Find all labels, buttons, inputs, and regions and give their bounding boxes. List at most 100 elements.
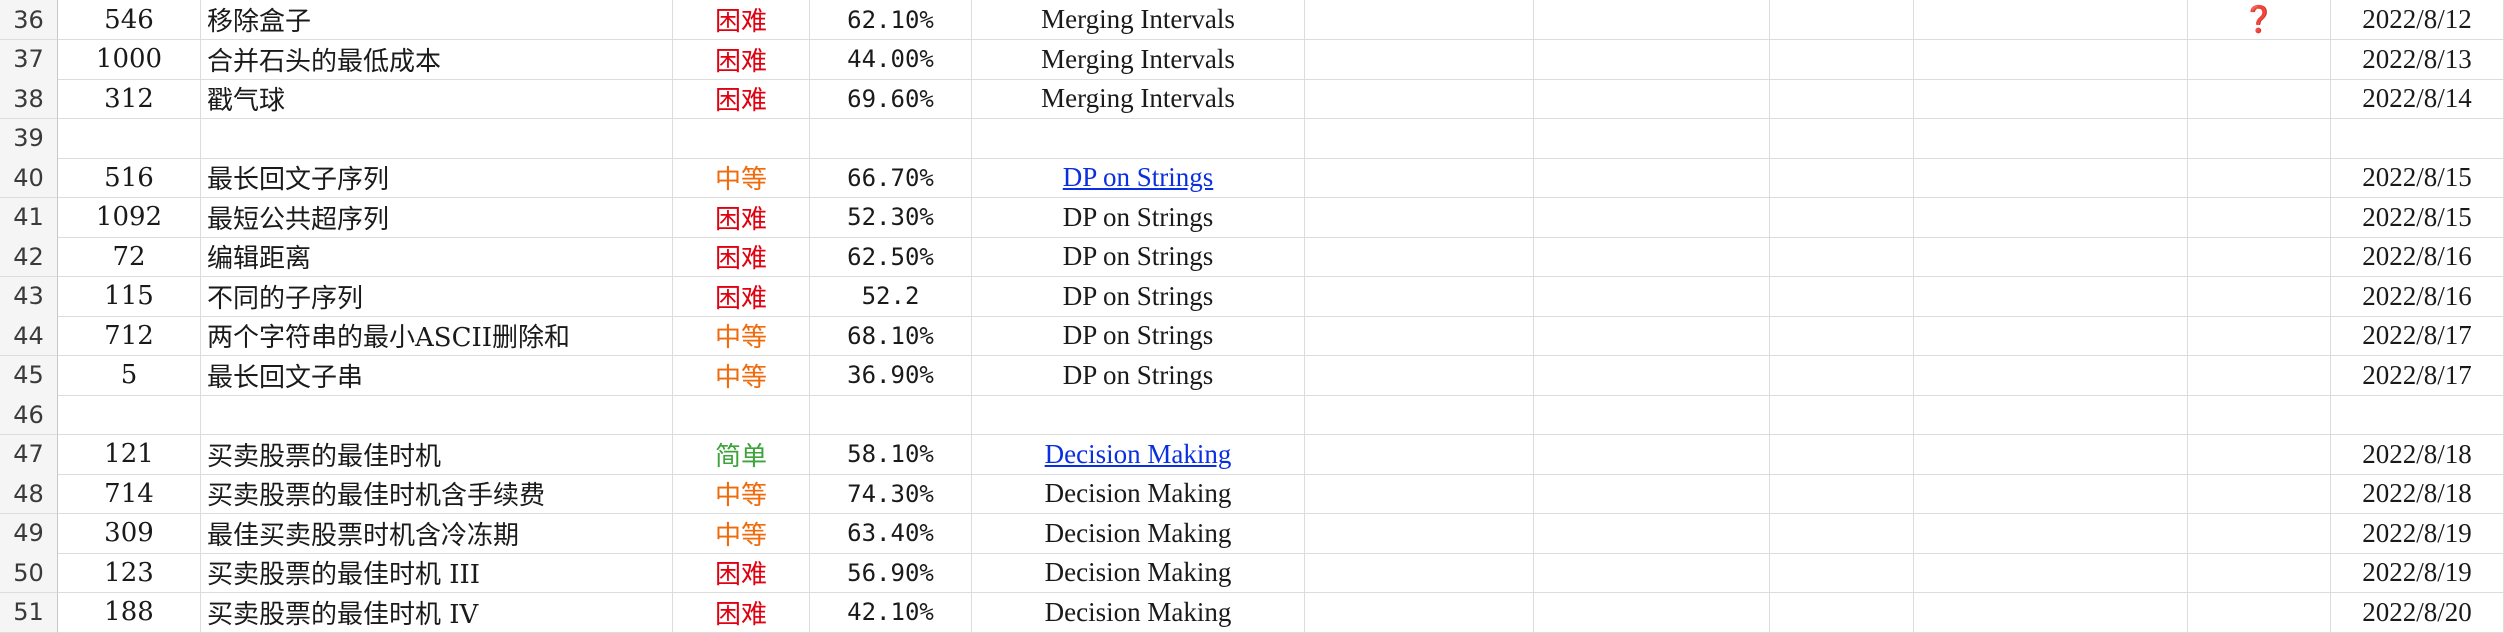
acceptance-rate-cell[interactable]: 52.2 (810, 276, 972, 317)
date-cell[interactable]: 2022/8/13 (2331, 39, 2504, 80)
empty-cell[interactable] (1305, 158, 1534, 198)
empty-cell[interactable] (1914, 434, 2188, 475)
flag-cell[interactable] (2188, 316, 2331, 356)
problem-id-cell[interactable]: 123 (58, 553, 201, 593)
acceptance-rate-cell[interactable]: 62.10% (810, 0, 972, 40)
difficulty-cell[interactable]: 困难 (673, 197, 810, 238)
empty-cell[interactable] (1770, 474, 1914, 514)
empty-cell[interactable] (1914, 158, 2188, 198)
empty-cell[interactable] (1914, 553, 2188, 593)
acceptance-rate-cell[interactable]: 44.00% (810, 39, 972, 80)
empty-cell[interactable] (1770, 316, 1914, 356)
topic-cell[interactable]: DP on Strings (972, 237, 1305, 277)
difficulty-cell[interactable] (673, 118, 810, 159)
empty-cell[interactable] (1770, 237, 1914, 277)
difficulty-cell[interactable]: 中等 (673, 316, 810, 356)
empty-cell[interactable] (1305, 592, 1534, 633)
empty-cell[interactable] (1914, 592, 2188, 633)
difficulty-cell[interactable]: 中等 (673, 513, 810, 554)
empty-cell[interactable] (1305, 118, 1534, 159)
row-header[interactable]: 42 (0, 237, 58, 277)
difficulty-cell[interactable]: 中等 (673, 158, 810, 198)
topic-cell[interactable]: DP on Strings (972, 355, 1305, 396)
topic-link[interactable]: DP on Strings (1062, 162, 1214, 192)
date-cell[interactable]: 2022/8/18 (2331, 434, 2504, 475)
topic-cell[interactable]: Merging Intervals (972, 0, 1305, 40)
empty-cell[interactable] (1534, 158, 1770, 198)
topic-cell[interactable]: DP on Strings (972, 158, 1305, 198)
empty-cell[interactable] (1534, 39, 1770, 80)
empty-cell[interactable] (1534, 79, 1770, 119)
acceptance-rate-cell[interactable]: 36.90% (810, 355, 972, 396)
topic-cell[interactable]: DP on Strings (972, 276, 1305, 317)
empty-cell[interactable] (1305, 395, 1534, 435)
date-cell[interactable]: 2022/8/20 (2331, 592, 2504, 633)
empty-cell[interactable] (1534, 276, 1770, 317)
acceptance-rate-cell[interactable] (810, 395, 972, 435)
row-header[interactable]: 51 (0, 592, 58, 633)
empty-cell[interactable] (1914, 79, 2188, 119)
empty-cell[interactable] (1770, 79, 1914, 119)
empty-cell[interactable] (1305, 513, 1534, 554)
empty-cell[interactable] (1770, 0, 1914, 40)
problem-id-cell[interactable]: 1092 (58, 197, 201, 238)
difficulty-cell[interactable] (673, 395, 810, 435)
row-header[interactable]: 38 (0, 79, 58, 119)
acceptance-rate-cell[interactable]: 63.40% (810, 513, 972, 554)
difficulty-cell[interactable]: 困难 (673, 79, 810, 119)
row-header[interactable]: 44 (0, 316, 58, 356)
difficulty-cell[interactable]: 困难 (673, 0, 810, 40)
difficulty-cell[interactable]: 困难 (673, 276, 810, 317)
problem-id-cell[interactable]: 516 (58, 158, 201, 198)
problem-id-cell[interactable] (58, 395, 201, 435)
empty-cell[interactable] (1770, 118, 1914, 159)
row-header[interactable]: 41 (0, 197, 58, 238)
empty-cell[interactable] (1305, 79, 1534, 119)
empty-cell[interactable] (1914, 355, 2188, 396)
row-header[interactable]: 37 (0, 39, 58, 80)
acceptance-rate-cell[interactable]: 66.70% (810, 158, 972, 198)
empty-cell[interactable] (1305, 237, 1534, 277)
date-cell[interactable]: 2022/8/16 (2331, 237, 2504, 277)
problem-title-cell[interactable]: 买卖股票的最佳时机 III (201, 553, 673, 593)
empty-cell[interactable] (1914, 316, 2188, 356)
row-header[interactable]: 49 (0, 513, 58, 554)
empty-cell[interactable] (1305, 434, 1534, 475)
difficulty-cell[interactable]: 中等 (673, 474, 810, 514)
acceptance-rate-cell[interactable]: 69.60% (810, 79, 972, 119)
problem-title-cell[interactable]: 最短公共超序列 (201, 197, 673, 238)
flag-cell[interactable] (2188, 158, 2331, 198)
empty-cell[interactable] (1770, 553, 1914, 593)
acceptance-rate-cell[interactable]: 74.30% (810, 474, 972, 514)
problem-title-cell[interactable]: 合并石头的最低成本 (201, 39, 673, 80)
date-cell[interactable] (2331, 395, 2504, 435)
topic-cell[interactable]: Merging Intervals (972, 39, 1305, 80)
row-header[interactable]: 46 (0, 395, 58, 435)
row-header[interactable]: 48 (0, 474, 58, 514)
date-cell[interactable]: 2022/8/19 (2331, 553, 2504, 593)
problem-title-cell[interactable]: 最佳买卖股票时机含冷冻期 (201, 513, 673, 554)
flag-cell[interactable] (2188, 39, 2331, 80)
date-cell[interactable] (2331, 118, 2504, 159)
empty-cell[interactable] (1534, 197, 1770, 238)
empty-cell[interactable] (1534, 474, 1770, 514)
topic-cell[interactable]: Decision Making (972, 434, 1305, 475)
flag-cell[interactable]: ❓ (2188, 0, 2331, 40)
flag-cell[interactable] (2188, 395, 2331, 435)
empty-cell[interactable] (1914, 118, 2188, 159)
flag-cell[interactable] (2188, 592, 2331, 633)
empty-cell[interactable] (1305, 553, 1534, 593)
flag-cell[interactable] (2188, 553, 2331, 593)
empty-cell[interactable] (1534, 118, 1770, 159)
empty-cell[interactable] (1305, 355, 1534, 396)
difficulty-cell[interactable]: 中等 (673, 355, 810, 396)
date-cell[interactable]: 2022/8/15 (2331, 158, 2504, 198)
date-cell[interactable]: 2022/8/16 (2331, 276, 2504, 317)
empty-cell[interactable] (1305, 474, 1534, 514)
empty-cell[interactable] (1914, 197, 2188, 238)
acceptance-rate-cell[interactable] (810, 118, 972, 159)
row-header[interactable]: 39 (0, 118, 58, 159)
date-cell[interactable]: 2022/8/14 (2331, 79, 2504, 119)
row-header[interactable]: 50 (0, 553, 58, 593)
acceptance-rate-cell[interactable]: 58.10% (810, 434, 972, 475)
